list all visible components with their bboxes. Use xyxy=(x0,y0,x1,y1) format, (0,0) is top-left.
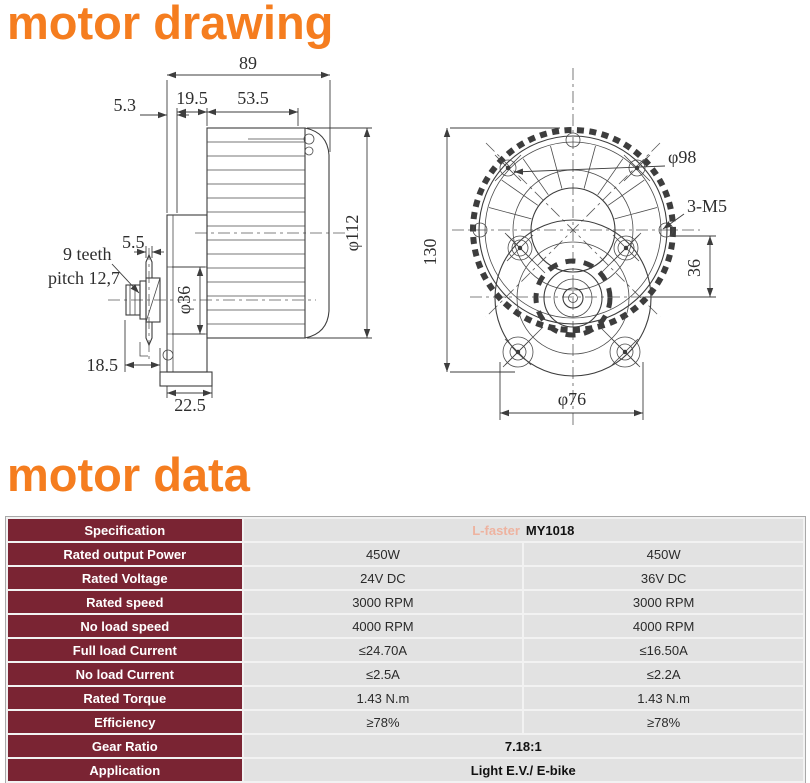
table-row-rated-output-power: Rated output Power 450W 450W xyxy=(8,543,803,565)
value-36v-variant: 1.43 N.m xyxy=(524,687,803,709)
dim-bolt-offset: 36 xyxy=(684,259,704,277)
value-24v-variant: ≥78% xyxy=(243,711,523,733)
dim-bolt-circle: φ76 xyxy=(558,389,586,409)
spec-label: Rated Torque xyxy=(8,687,242,709)
model-number: MY1018 xyxy=(525,522,575,538)
dim-body-diameter: φ112 xyxy=(342,215,362,252)
table-row-rated-speed: Rated speed 3000 RPM 3000 RPM xyxy=(8,591,803,613)
brand-watermark: L-faster xyxy=(472,522,520,538)
motor-side-view-drawing: 89 19.5 53.5 5.3 5.5 9 teeth pitch 12,7 xyxy=(48,53,372,415)
motor-front-view-drawing: 130 φ98 3-M5 36 φ76 xyxy=(420,68,727,428)
front-centerlines xyxy=(452,68,716,428)
table-row-application: Application Light E.V./ E-bike xyxy=(8,759,803,781)
dim-overall-height: 130 xyxy=(420,239,440,266)
table-row-rated-voltage: Rated Voltage 24V DC 36V DC xyxy=(8,567,803,589)
value-36v-variant: ≥78% xyxy=(524,711,803,733)
table-row-gear-ratio: Gear Ratio 7.18:1 xyxy=(8,735,803,757)
gear-ratio-value: 7.18:1 xyxy=(243,735,803,757)
value-24v-variant: ≤2.5A xyxy=(243,663,523,685)
motor-drawing-title: motor drawing xyxy=(7,0,334,49)
dim-front-section: 19.5 xyxy=(176,88,208,108)
value-24v-variant: 1.43 N.m xyxy=(243,687,523,709)
application-value: Light E.V./ E-bike xyxy=(243,759,803,781)
spec-label: Efficiency xyxy=(8,711,242,733)
side-dimensions: 89 19.5 53.5 5.3 5.5 9 teeth pitch 12,7 xyxy=(48,53,372,415)
output-shaft-sprocket xyxy=(125,253,161,357)
spec-label: Rated output Power xyxy=(8,543,242,565)
value-36v-variant: ≤16.50A xyxy=(524,639,803,661)
table-row-efficiency: Efficiency ≥78% ≥78% xyxy=(8,711,803,733)
spec-label: Rated speed xyxy=(8,591,242,613)
table-row-full-load-current: Full load Current ≤24.70A ≤16.50A xyxy=(8,639,803,661)
table-row-specification: Specification L-faster MY1018 xyxy=(8,519,803,541)
value-24v-variant: ≤24.70A xyxy=(243,639,523,661)
dim-bolt-spec: 3-M5 xyxy=(687,196,727,216)
value-36v-variant: 3000 RPM xyxy=(524,591,803,613)
dim-offset: 5.3 xyxy=(114,95,137,115)
value-24v-variant: 3000 RPM xyxy=(243,591,523,613)
bolt-holes xyxy=(472,132,674,366)
spec-model-cell: L-faster MY1018 xyxy=(243,519,803,541)
spec-label: No load Current xyxy=(8,663,242,685)
dim-overall-length: 89 xyxy=(239,53,257,73)
value-24v-variant: 4000 RPM xyxy=(243,615,523,637)
dim-shaft-length: 18.5 xyxy=(87,355,119,375)
front-dimensions: 130 φ98 3-M5 36 φ76 xyxy=(420,127,727,420)
dim-gearbox-depth: 22.5 xyxy=(174,395,206,415)
spec-label: Application xyxy=(8,759,242,781)
value-36v-variant: ≤2.2A xyxy=(524,663,803,685)
table-row-rated-torque: Rated Torque 1.43 N.m 1.43 N.m xyxy=(8,687,803,709)
dim-sprocket-width: 5.5 xyxy=(122,232,145,252)
value-36v-variant: 36V DC xyxy=(524,567,803,589)
value-24v-variant: 24V DC xyxy=(243,567,523,589)
table-row-no-load-current: No load Current ≤2.5A ≤2.2A xyxy=(8,663,803,685)
side-centerlines xyxy=(108,232,348,362)
spec-label: Full load Current xyxy=(8,639,242,661)
motor-spec-table: Specification L-faster MY1018 Rated outpu… xyxy=(5,516,806,783)
value-36v-variant: 4000 RPM xyxy=(524,615,803,637)
dim-boss-diameter: φ36 xyxy=(174,286,194,314)
label-teeth: 9 teeth xyxy=(63,244,111,264)
value-36v-variant: 450W xyxy=(524,543,803,565)
spec-label: No load speed xyxy=(8,615,242,637)
dim-body-section: 53.5 xyxy=(237,88,269,108)
dim-wheel-diameter: φ98 xyxy=(668,147,696,167)
motor-body xyxy=(206,127,330,339)
spec-label: Specification xyxy=(8,519,242,541)
label-pitch: pitch 12,7 xyxy=(48,268,120,288)
spec-label: Rated Voltage xyxy=(8,567,242,589)
drive-sprocket xyxy=(533,258,613,338)
motor-data-title: motor data xyxy=(7,448,250,501)
table-row-no-load-speed: No load speed 4000 RPM 4000 RPM xyxy=(8,615,803,637)
spec-label: Gear Ratio xyxy=(8,735,242,757)
wheel-spokes xyxy=(488,145,658,220)
value-24v-variant: 450W xyxy=(243,543,523,565)
